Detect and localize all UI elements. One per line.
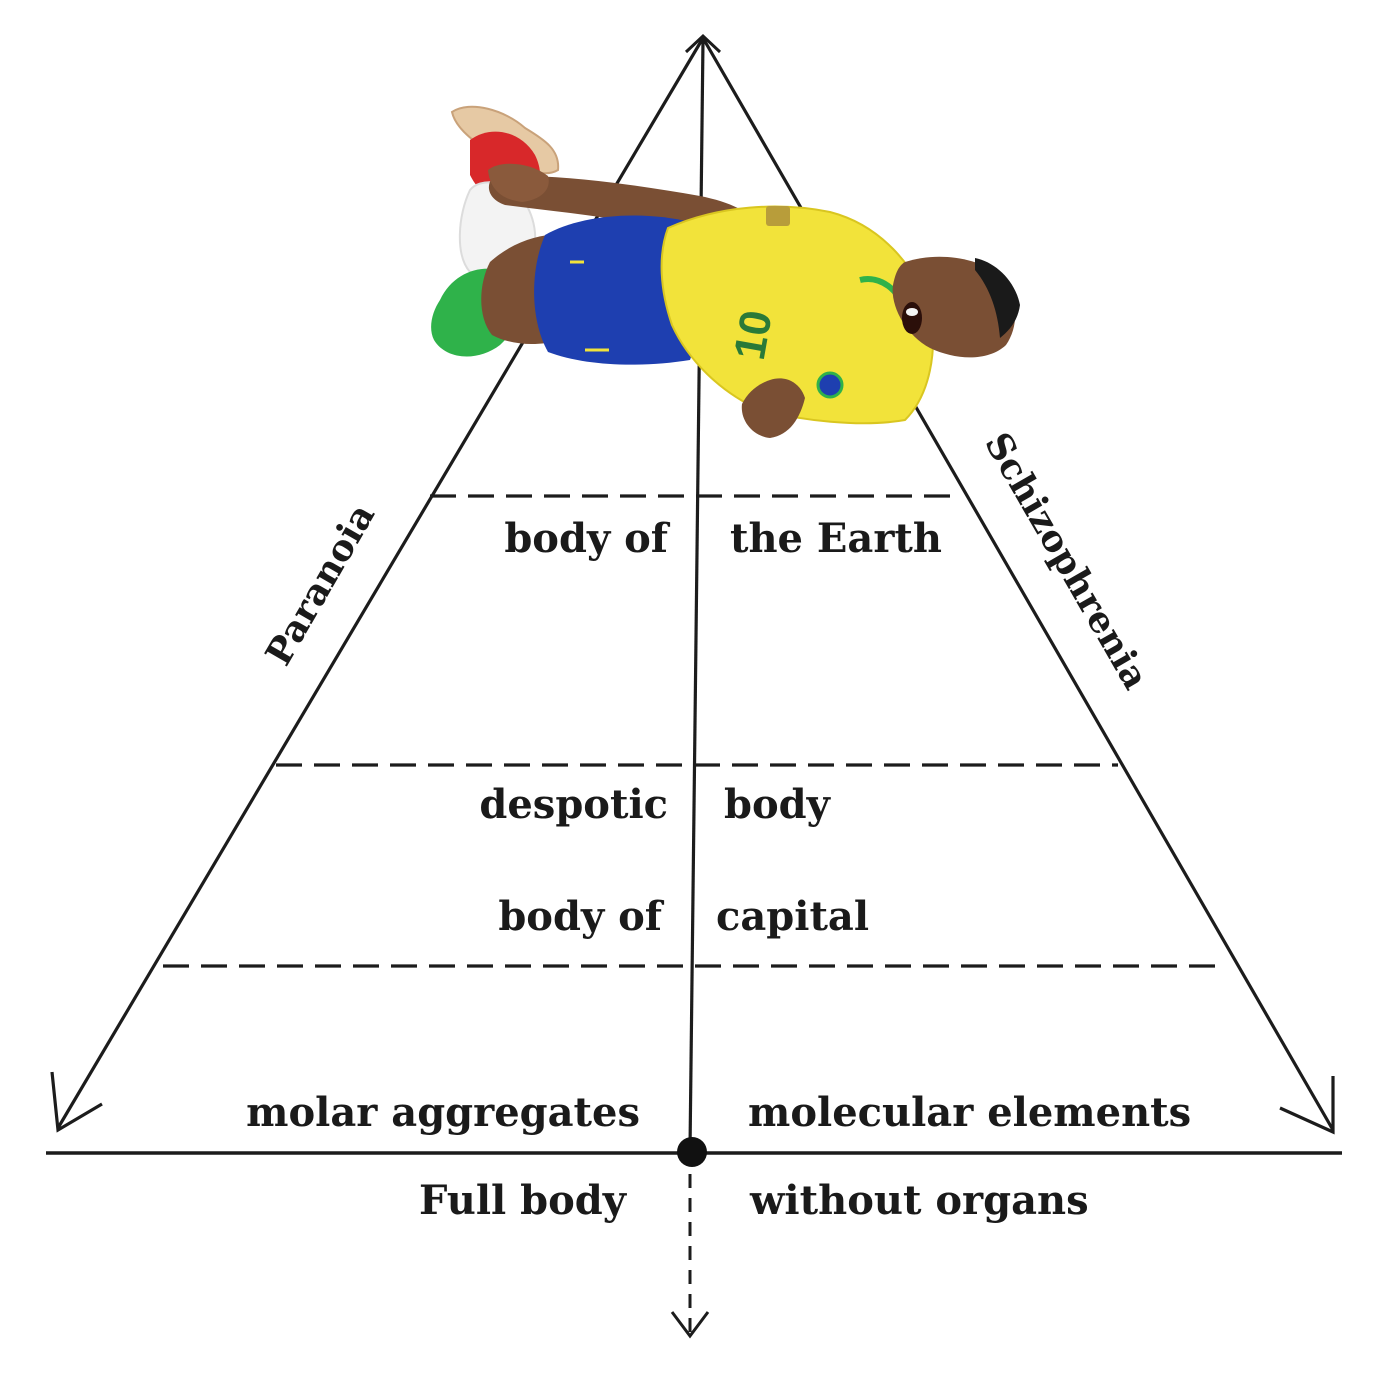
teeth-shape: [906, 308, 918, 316]
despotic-label: despotic: [479, 781, 668, 828]
molar-aggregates-label: molar aggregates: [246, 1089, 640, 1136]
left-arrowhead-icon: [50, 1071, 103, 1133]
body-label: body: [724, 781, 832, 828]
bottom-arrowhead-icon: [670, 1311, 710, 1339]
paranoia-label: Paranoia: [257, 497, 383, 673]
body-of-earth-left-label: body of: [504, 515, 670, 562]
schizophrenia-slope: [701, 37, 1335, 1135]
hand-shape: [488, 163, 549, 202]
molecular-elements-label: molecular elements: [748, 1089, 1191, 1136]
hair-shape: [975, 258, 1020, 338]
right-arrowhead-icon: [1279, 1076, 1335, 1135]
the-earth-label: the Earth: [730, 515, 942, 562]
without-organs-label: without organs: [749, 1177, 1089, 1224]
crest-icon: [816, 371, 844, 399]
origin-dot: [677, 1137, 707, 1167]
shirt-shape: [660, 205, 934, 425]
shorts-shape: [534, 215, 702, 365]
mouth-shape: [902, 302, 922, 334]
football-player-icon: 10: [431, 105, 1020, 438]
sleeve-badge-icon: [766, 206, 790, 226]
full-body-label: Full body: [419, 1177, 628, 1224]
apex-arrowhead-icon: [684, 33, 722, 54]
shorts-trim: [570, 260, 609, 352]
jersey-number: 10: [725, 307, 782, 364]
fist-shape: [741, 378, 805, 438]
body-of-capital-left-label: body of: [498, 893, 664, 940]
capital-label: capital: [716, 893, 869, 940]
